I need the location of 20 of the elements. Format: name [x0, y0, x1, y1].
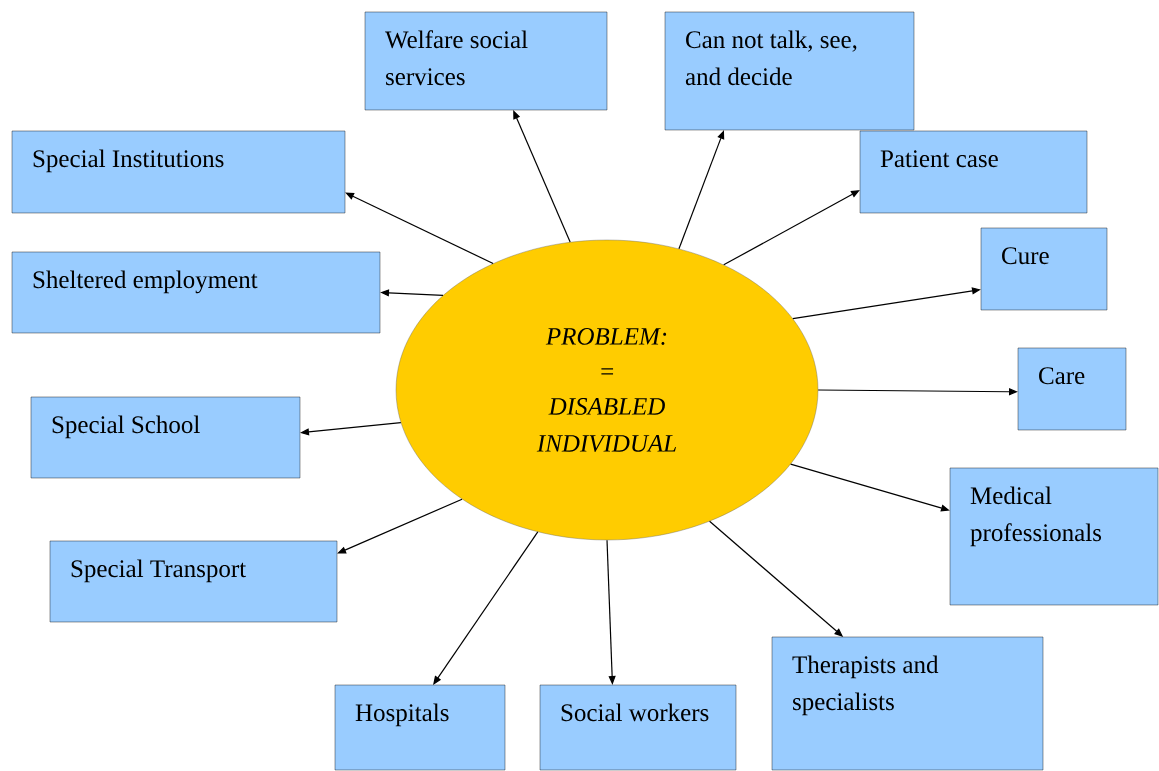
- text-box: Special Institutions: [11, 130, 346, 214]
- arrow: [337, 498, 463, 554]
- text-box: Care: [1017, 347, 1127, 431]
- ellipse-node: PROBLEM: = DISABLED INDIVIDUAL: [395, 239, 819, 541]
- arrow: [433, 531, 539, 685]
- text-box: Therapists and specialists: [771, 636, 1044, 771]
- text-box: Hospitals: [334, 684, 506, 771]
- arrow: [513, 110, 571, 243]
- text-box: Sheltered employment: [11, 251, 381, 334]
- text-box: Social workers: [539, 684, 737, 771]
- text-box: Can not talk, see, and decide: [664, 11, 915, 131]
- text-box: Welfare social services: [364, 11, 608, 111]
- text-box: Medical professionals: [949, 467, 1159, 606]
- arrow: [723, 190, 860, 266]
- arrow: [345, 192, 494, 265]
- arrow: [678, 130, 725, 250]
- text-box: Patient case: [859, 130, 1088, 214]
- text-box: Special School: [30, 396, 301, 479]
- text-box: Special Transport: [49, 540, 338, 623]
- text-box: Cure: [980, 227, 1108, 311]
